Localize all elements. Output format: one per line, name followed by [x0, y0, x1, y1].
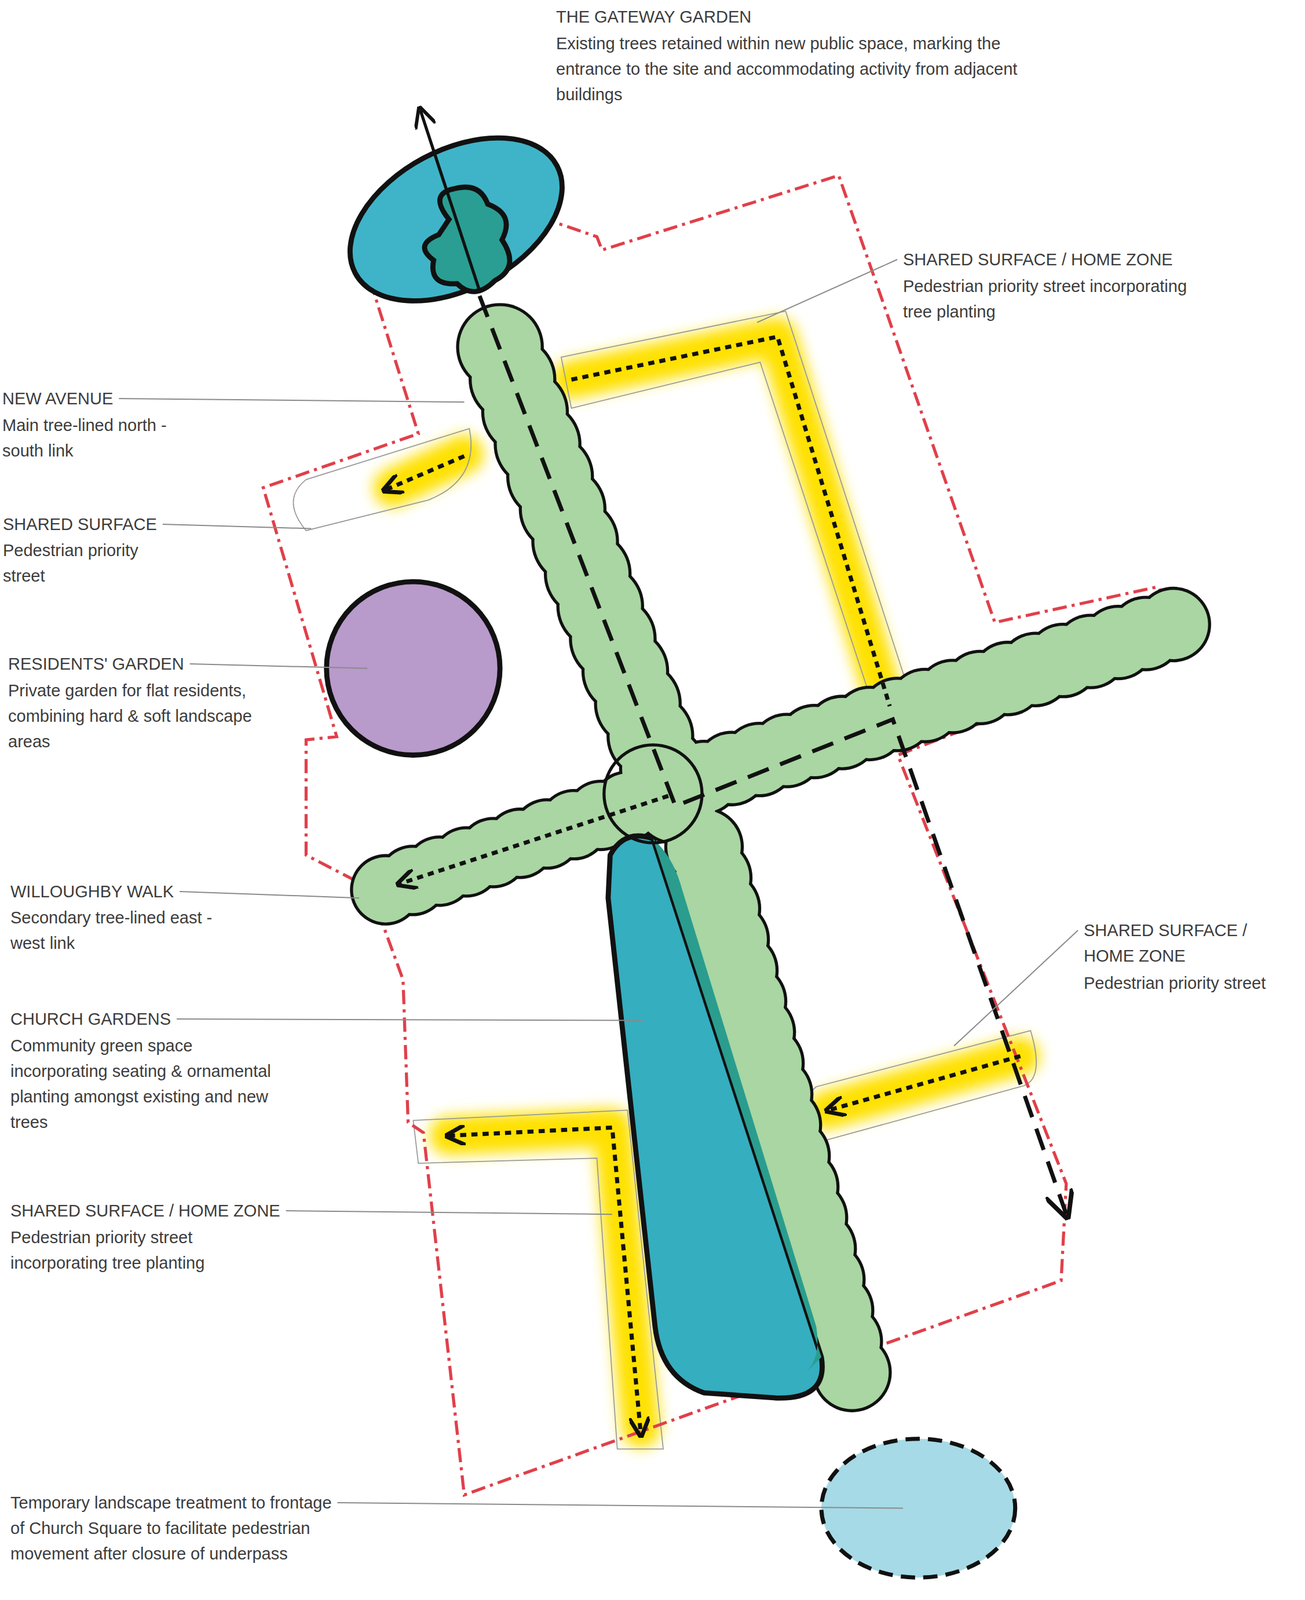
- callout-text: Main tree-lined north - south link: [2, 412, 181, 464]
- band-outline: [349, 302, 1212, 1413]
- callout-text: Pedestrian priority street: [1083, 970, 1300, 996]
- label-text: Pedestrian priority street: [2, 540, 139, 586]
- leader-line: [757, 259, 898, 323]
- callout-text: Temporary landscape treatment to frontag…: [10, 1489, 338, 1567]
- label-text: Pedestrian priority street incorporating…: [903, 276, 1187, 321]
- label-text: Existing trees retained within new publi…: [556, 34, 1018, 104]
- callout-text: Pedestrian priority street incorporating…: [10, 1224, 266, 1276]
- shared-surface-outline: [293, 311, 1037, 1449]
- callout-text: Existing trees retained within new publi…: [556, 30, 1067, 108]
- gateway-trees: [424, 187, 510, 292]
- callout-text: Community green space incorporating seat…: [10, 1032, 291, 1135]
- label-text: WILLOUGHBY WALK: [10, 882, 174, 901]
- callout-text: Secondary tree-lined east - west link: [10, 904, 215, 956]
- leader-line: [162, 524, 312, 529]
- crossing: [604, 744, 703, 843]
- label-text: Secondary tree-lined east - west link: [10, 908, 212, 953]
- band-fill: [352, 305, 1208, 1409]
- leader-line: [176, 1018, 643, 1021]
- callout-heading: NEW AVENUE: [2, 385, 228, 412]
- church-gardens-edge: [652, 838, 822, 1373]
- label-text: Main tree-lined north - south link: [2, 415, 167, 460]
- leader-line: [189, 663, 368, 669]
- label-text: Pedestrian priority street incorporating…: [10, 1227, 205, 1272]
- label-text: Pedestrian priority street: [1083, 973, 1266, 993]
- callout-heading: RESIDENTS' GARDEN: [8, 651, 254, 677]
- label-text: SHARED SURFACE / HOME ZONE: [10, 1201, 281, 1220]
- leader-line: [286, 1210, 613, 1215]
- callout-text: Pedestrian priority street incorporating…: [903, 273, 1200, 325]
- leader-line: [337, 1502, 904, 1509]
- callout-heading: SHARED SURFACE: [2, 511, 228, 537]
- tree-lined-links: [349, 302, 1212, 1413]
- church-gardens: [608, 835, 823, 1398]
- label-text: Community green space incorporating seat…: [10, 1036, 272, 1132]
- callout-heading: WILLOUGHBY WALK: [10, 878, 256, 905]
- callout-heading: SHARED SURFACE / HOME ZONE: [10, 1197, 338, 1224]
- label-text: NEW AVENUE: [2, 389, 113, 408]
- label-text: SHARED SURFACE / HOME ZONE: [903, 250, 1173, 269]
- label-text: CHURCH GARDENS: [10, 1009, 171, 1029]
- label-text: RESIDENTS' GARDEN: [8, 654, 185, 674]
- leader-line: [179, 891, 360, 898]
- label-text: SHARED SURFACE: [2, 514, 157, 534]
- site-boundary: [262, 175, 1189, 1495]
- label-text: Private garden for flat residents, combi…: [8, 681, 252, 751]
- tree-scallop: [1138, 589, 1209, 660]
- label-text: SHARED SURFACE / HOME ZONE: [1083, 920, 1248, 965]
- leader-line: [118, 398, 464, 402]
- callout-text: Private garden for flat residents, combi…: [8, 677, 254, 755]
- leader-line: [953, 930, 1078, 1047]
- tree-scallop: [814, 1335, 889, 1410]
- callout-heading: THE GATEWAY GARDEN: [556, 4, 1005, 30]
- callout-heading: CHURCH GARDENS: [10, 1006, 256, 1032]
- label-text: Temporary landscape treatment to frontag…: [10, 1493, 332, 1563]
- callout-heading: SHARED SURFACE / HOME ZONE: [1083, 917, 1293, 969]
- callout-heading: SHARED SURFACE / HOME ZONE: [903, 246, 1291, 273]
- gateway-garden: [322, 104, 590, 335]
- label-text: THE GATEWAY GARDEN: [556, 7, 752, 27]
- callout-text: Pedestrian priority street: [2, 537, 177, 589]
- shared-surface-glow: [392, 336, 1021, 1429]
